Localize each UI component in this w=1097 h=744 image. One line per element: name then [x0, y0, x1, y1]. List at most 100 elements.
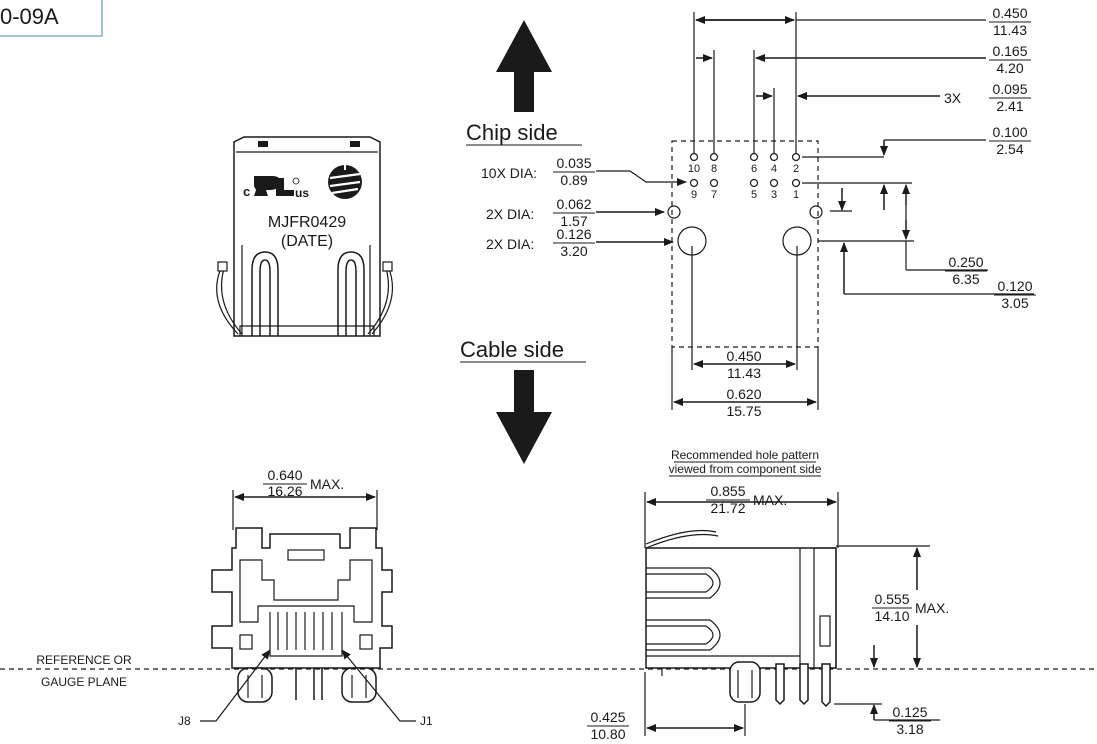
csa-logo: [328, 165, 362, 199]
dim-mid-holes: 2X DIA: 0.062 1.57: [486, 196, 595, 229]
gauge-plane-label: GAUGE PLANE: [41, 675, 127, 689]
dim-outer-width: 0.620 15.75: [726, 386, 761, 419]
dim-front-width: 0.640 16.26 MAX.: [263, 467, 344, 499]
dim-top-width: 0.450 11.43: [989, 5, 1031, 38]
svg-text:0.120: 0.120: [997, 278, 1032, 294]
jack-side-view: [644, 492, 839, 708]
svg-text:0.640: 0.640: [267, 467, 302, 483]
pin-hole-3: [769, 178, 779, 188]
svg-text:0.450: 0.450: [726, 348, 761, 364]
hole-pattern-caption: Recommended hole pattern: [671, 448, 819, 462]
pin-label: 3: [771, 189, 777, 201]
dim-vertical-a: 0.250 6.35: [945, 254, 987, 287]
part-code-box: 0-09A: [0, 0, 103, 37]
j8-label: J8: [178, 714, 191, 728]
svg-text:2.54: 2.54: [996, 141, 1023, 157]
svg-text:6.35: 6.35: [952, 271, 979, 287]
svg-text:0.100: 0.100: [992, 124, 1027, 140]
pin-hole-8: [709, 152, 719, 162]
svg-text:0.125: 0.125: [892, 704, 927, 720]
svg-text:21.72: 21.72: [710, 500, 745, 516]
svg-text:0.165: 0.165: [992, 43, 1027, 59]
pin-hole-10: [689, 152, 699, 162]
dim-side-height: 0.555 14.10 MAX.: [872, 591, 949, 624]
dim-pin-spacing-a: 0.165 4.20: [989, 43, 1031, 76]
dim-large-holes: 2X DIA: 0.126 3.20: [486, 226, 595, 259]
pin-label: 7: [711, 189, 717, 201]
hole-pattern: 10 8 6 4 2 9 7 5 3 1: [596, 12, 1034, 477]
dim-side-depth: 0.855 21.72 MAX.: [706, 483, 787, 516]
svg-text:MAX.: MAX.: [753, 492, 787, 508]
pin-hole-4: [769, 152, 779, 162]
svg-text:0.126: 0.126: [556, 226, 591, 242]
dim-small-holes: 10X DIA: 0.035 0.89: [481, 155, 595, 188]
dim-row-spacing: 0.100 2.54: [989, 124, 1031, 157]
svg-text:0.095: 0.095: [992, 81, 1027, 97]
cert-c-label: c: [243, 184, 250, 199]
svg-text:MAX.: MAX.: [915, 600, 949, 616]
jack-front-view: J8 J1: [178, 490, 433, 728]
svg-text:3X: 3X: [944, 90, 962, 106]
svg-text:10.80: 10.80: [590, 726, 625, 742]
svg-text:0.035: 0.035: [556, 155, 591, 171]
cable-side-arrow: [496, 370, 552, 464]
pin-label: 10: [688, 163, 700, 175]
pin-hole-5: [749, 178, 759, 188]
svg-text:1.57: 1.57: [560, 213, 587, 229]
svg-text:2X DIA:: 2X DIA:: [486, 206, 534, 222]
svg-text:3.05: 3.05: [1001, 295, 1028, 311]
svg-text:0.855: 0.855: [710, 483, 745, 499]
dim-inner-width: 0.450 11.43: [726, 348, 761, 381]
svg-text:10X DIA:: 10X DIA:: [481, 165, 537, 181]
svg-text:3.18: 3.18: [896, 721, 923, 737]
part-number-marking: MJFR0429: [268, 214, 346, 231]
dim-pin-length: 0.125 3.18: [889, 704, 931, 737]
pin-hole-9: [689, 178, 699, 188]
part-code: 0-09A: [0, 4, 59, 29]
dim-pin-spacing-b: 3X 0.095 2.41: [944, 81, 1031, 114]
pin-hole-6: [749, 152, 759, 162]
svg-text:0.555: 0.555: [874, 591, 909, 607]
svg-text:0.425: 0.425: [590, 709, 625, 725]
svg-text:0.620: 0.620: [726, 386, 761, 402]
pin-hole-7: [709, 178, 719, 188]
pin-hole-1: [791, 178, 801, 188]
pin-label: 9: [691, 189, 697, 201]
j1-label: J1: [420, 714, 433, 728]
locating-hole-right: [782, 226, 812, 256]
svg-text:3.20: 3.20: [560, 243, 587, 259]
cert-us-label: us: [295, 186, 309, 200]
date-marking: (DATE): [281, 233, 333, 250]
svg-text:2X DIA:: 2X DIA:: [486, 236, 534, 252]
hole-pattern-caption: viewed from component side: [669, 462, 822, 476]
svg-text:16.26: 16.26: [267, 483, 302, 499]
mounting-hole-left: [667, 205, 681, 219]
svg-text:15.75: 15.75: [726, 403, 761, 419]
pin-label: 8: [711, 163, 717, 175]
svg-text:0.250: 0.250: [948, 254, 983, 270]
svg-text:2.41: 2.41: [996, 98, 1023, 114]
svg-text:4.20: 4.20: [996, 60, 1023, 76]
svg-text:0.062: 0.062: [556, 196, 591, 212]
svg-text:14.10: 14.10: [874, 608, 909, 624]
mounting-hole-right: [809, 205, 823, 219]
pin-hole-2: [791, 152, 801, 162]
svg-text:11.43: 11.43: [993, 22, 1027, 38]
chip-side-arrow: [496, 20, 552, 112]
pin-label: 1: [793, 189, 799, 201]
svg-text:11.43: 11.43: [727, 365, 761, 381]
pin-label: 6: [751, 163, 757, 175]
svg-text:0.450: 0.450: [992, 5, 1027, 21]
ul-logo: c us: [243, 176, 309, 200]
locating-hole-left: [677, 226, 707, 256]
chip-side-label: Chip side: [466, 120, 558, 145]
svg-text:MAX.: MAX.: [310, 476, 344, 492]
cable-side-label: Cable side: [460, 337, 564, 362]
pin-label: 2: [793, 163, 799, 175]
pin-label: 5: [751, 189, 757, 201]
reference-plane-label: REFERENCE OR: [36, 653, 132, 667]
svg-text:0.89: 0.89: [560, 172, 587, 188]
dim-side-offset: 0.425 10.80: [587, 709, 629, 742]
dim-vertical-b: 0.120 3.05: [994, 278, 1036, 311]
